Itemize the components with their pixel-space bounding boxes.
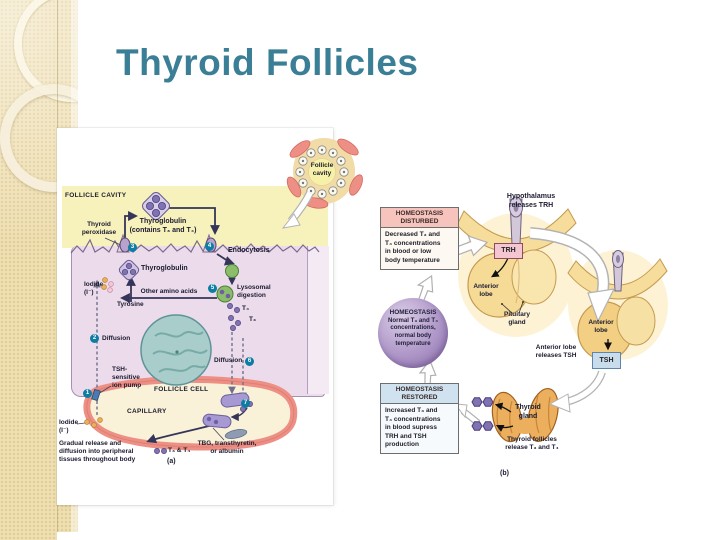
t3-t4-hexagons xyxy=(471,397,494,431)
figure-b-diagram-art xyxy=(281,138,668,443)
figure-b-feedback-loop: Follicle cavity Hypothalamus releases TR… xyxy=(280,135,710,490)
panel-label-b: (b) xyxy=(500,470,509,477)
label-t3: T₃ xyxy=(249,316,256,323)
nucleus xyxy=(140,314,212,386)
disturbed-box-title: HOMEOSTASIS DISTURBED xyxy=(381,208,458,229)
hormone-arrows xyxy=(490,257,612,432)
homeostasis-sphere-title: HOMEOSTASIS xyxy=(389,309,437,316)
loop-arrow-pituitary-to-pituitary xyxy=(529,227,616,323)
label-follicle-cell: FOLLICLE CELL xyxy=(154,386,209,393)
disturbed-box-body: Decreased T₃ and T₄ concentrations in bl… xyxy=(385,231,441,264)
step-badge-1: 1 xyxy=(83,389,92,398)
label-tbg-transthyretin: TBG, transthyretin, or albumin xyxy=(197,440,257,456)
restored-box-body: Increased T₃ and T₄ concentrations in bl… xyxy=(385,407,441,448)
page-title: Thyroid Follicles xyxy=(116,42,419,83)
label-iodide-upper: Iodide (I⁻) xyxy=(84,281,104,297)
label-thyroglobulin-top: Thyroglobulin (contains T₃ and T₄) xyxy=(129,218,197,234)
pituitary-gland-1 xyxy=(456,196,577,318)
figure-a-diagram-art xyxy=(70,192,320,454)
label-anterior-lobe-1: Anterior lobe xyxy=(473,283,499,299)
tsh-chip: TSH xyxy=(592,352,621,369)
label-pituitary-gland: Pituitary gland xyxy=(503,311,531,327)
label-t3-and-t4: T₃ & T₄ xyxy=(168,447,191,454)
follicle-cavity-region xyxy=(62,186,328,248)
step-badge-3: 3 xyxy=(128,243,137,252)
label-other-amino-acids: Other amino acids xyxy=(140,288,198,295)
label-gradual-release: Gradual release and diffusion into perip… xyxy=(59,440,136,464)
label-diffusion-out: Diffusion xyxy=(214,357,243,364)
label-lysosomal-digestion: Lysosomal digestion xyxy=(237,284,271,300)
inset-zoom-arrow xyxy=(281,191,314,229)
figure-a-follicle-cell: 1 2 3 4 5 6 7 FOLLICLE CAVITY Thyroid pe… xyxy=(57,128,333,505)
label-iodide-lower: Iodide (I⁻) xyxy=(59,419,79,435)
thyroid-gland-art xyxy=(491,387,559,443)
loop-arrow-tsh-to-thyroid xyxy=(548,370,606,413)
label-follicle-cavity: FOLLICLE CAVITY xyxy=(65,192,127,199)
step-badge-6: 6 xyxy=(245,357,254,366)
step-badge-7: 7 xyxy=(241,399,250,408)
label-anterior-lobe-2: Anterior lobe xyxy=(588,319,614,335)
label-inset-follicle-cavity: Follicle cavity xyxy=(310,162,334,178)
step-badge-5: 5 xyxy=(208,284,217,293)
pituitary-label-pointers xyxy=(501,301,524,314)
adjacent-cell-region xyxy=(307,246,329,394)
label-thyroid-follicles-release: Thyroid follicles release T₃ and T₄ xyxy=(505,436,559,452)
sidebar-bottom-cut xyxy=(57,532,78,540)
restored-box-title: HOMEOSTASIS RESTORED xyxy=(381,384,458,405)
label-tyrosine: Tyrosine xyxy=(117,301,144,308)
homeostasis-sphere-body: Normal T₃ and T₄ concentrations, normal … xyxy=(387,316,439,347)
trh-chip: TRH xyxy=(494,243,523,259)
label-thyroglobulin-mid: Thyroglobulin xyxy=(141,265,188,272)
homeostasis-restored-box: HOMEOSTASIS RESTORED Increased T₃ and T₄… xyxy=(380,383,459,455)
homeostasis-disturbed-box: HOMEOSTASIS DISTURBED Decreased T₃ and T… xyxy=(380,207,459,270)
label-endocytosis: Endocytosis xyxy=(228,247,270,254)
panel-label-a: (a) xyxy=(167,458,176,465)
label-diffusion-in: Diffusion xyxy=(102,335,131,342)
follicle-cavity-inset xyxy=(286,138,363,209)
label-hypothalamus-releases-trh: Hypothalamus releases TRH xyxy=(506,193,556,209)
homeostasis-sphere: HOMEOSTASIS Normal T₃ and T₄ concentrati… xyxy=(378,298,448,368)
step-badge-2: 2 xyxy=(90,334,99,343)
decorative-circle-middle xyxy=(0,84,78,192)
label-anterior-lobe-releases-tsh: Anterior lobe releases TSH xyxy=(535,344,577,360)
label-capillary: CAPILLARY xyxy=(127,408,167,415)
flow-arrows xyxy=(120,207,248,444)
step-badge-4: 4 xyxy=(205,242,214,251)
label-thyroid-peroxidase: Thyroid peroxidase xyxy=(81,221,117,237)
label-thyroid-gland: Thyroid gland xyxy=(515,404,541,420)
label-tsh-sensitive-ion-pump: TSH- sensitive ion pump xyxy=(112,366,142,390)
label-t4: T₄ xyxy=(242,305,250,312)
